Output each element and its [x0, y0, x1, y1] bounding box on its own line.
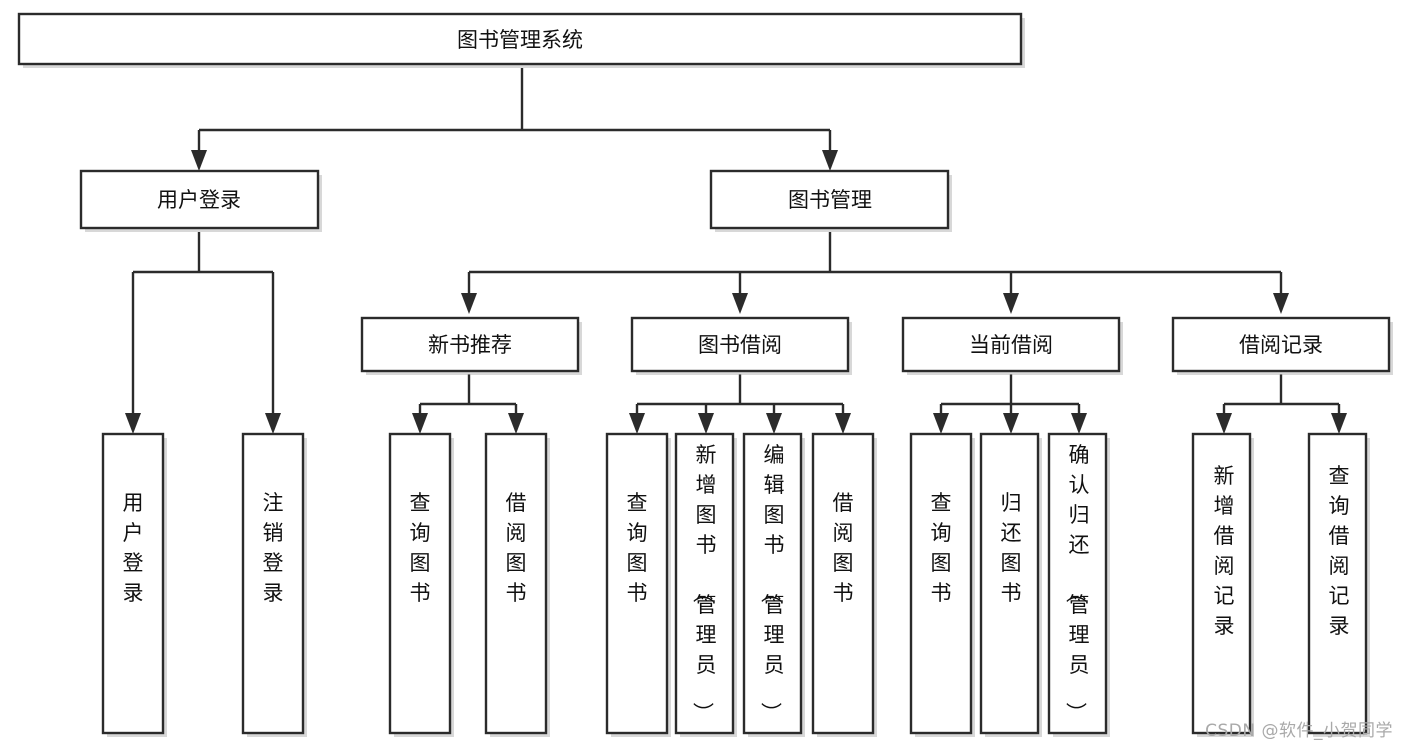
node-leaf-8-label: 借阅图书	[833, 491, 854, 605]
node-leaf-2[interactable]: 注销登录	[241, 432, 307, 737]
node-login-label: 用户登录	[157, 188, 241, 212]
arrow-records	[1273, 293, 1289, 314]
node-leaf-2-label: 注销登录	[263, 491, 284, 605]
arrow-borrow	[732, 293, 748, 314]
arrow-bookmgmt	[822, 150, 838, 171]
arrow-current	[1003, 293, 1019, 314]
node-current-box[interactable]	[901, 316, 1121, 373]
node-leaf-4-box[interactable]	[484, 432, 548, 735]
node-login[interactable]: 用户登录	[79, 169, 322, 232]
node-borrow[interactable]: 图书借阅	[630, 316, 852, 375]
arrow-newbook	[461, 293, 477, 314]
node-leaf-11-label: 确认归还（管理员）	[1064, 443, 1090, 723]
node-leaf-6-box[interactable]	[674, 432, 735, 735]
node-records[interactable]: 借阅记录	[1171, 316, 1393, 375]
node-borrow-label: 图书借阅	[698, 333, 782, 357]
arrow-leaf-10	[1003, 413, 1019, 434]
arrow-leaf-5	[629, 413, 645, 434]
arrow-leaf-4	[508, 413, 524, 434]
csdn-watermark: CSDN @软件_小贺同学	[1205, 721, 1393, 741]
edge-layer	[125, 68, 1347, 434]
arrow-leaf-11	[1071, 413, 1087, 434]
node-leaf-13[interactable]: 查询借阅记录	[1307, 432, 1370, 737]
arrow-leaf-13	[1331, 413, 1347, 434]
arrow-leaf-6	[698, 413, 714, 434]
node-records-box[interactable]	[1171, 316, 1391, 373]
node-leaf-10-box[interactable]	[979, 432, 1040, 735]
node-leaf-3[interactable]: 查询图书	[388, 432, 454, 737]
node-leaf-9[interactable]: 查询图书	[909, 432, 975, 737]
node-leaf-12-label: 新增借阅记录	[1214, 464, 1235, 638]
node-leaf-9-label: 查询图书	[931, 491, 952, 605]
arrow-leaf-7	[766, 413, 782, 434]
node-leaf-5-box[interactable]	[605, 432, 669, 735]
node-leaf-3-label: 查询图书	[410, 491, 431, 605]
arrow-leaf-9	[933, 413, 949, 434]
node-leaf-1[interactable]: 用户登录	[101, 432, 167, 737]
arrow-leaf-12	[1216, 413, 1232, 434]
node-leaf-7-box[interactable]	[742, 432, 803, 735]
node-leaf-12-box[interactable]	[1191, 432, 1252, 735]
node-leaf-13-box[interactable]	[1307, 432, 1368, 735]
node-leaf-8[interactable]: 借阅图书	[811, 432, 877, 737]
node-leaf-11-box[interactable]	[1047, 432, 1108, 735]
node-bookmgmt-label: 图书管理	[788, 188, 872, 212]
arrow-leaf-2	[265, 413, 281, 434]
node-leaf-9-box[interactable]	[909, 432, 973, 735]
node-leaf-5-label: 查询图书	[627, 491, 648, 605]
node-leaf-10-label: 归还图书	[1001, 491, 1022, 605]
node-leaf-5[interactable]: 查询图书	[605, 432, 671, 737]
node-leaf-7[interactable]: 编辑图书（管理员）	[742, 432, 805, 737]
node-current-label: 当前借阅	[969, 333, 1053, 357]
arrow-leaf-8	[835, 413, 851, 434]
node-leaf-3-box[interactable]	[388, 432, 452, 735]
node-bookmgmt[interactable]: 图书管理	[709, 169, 952, 232]
node-leaf-7-label: 编辑图书（管理员）	[759, 443, 785, 723]
arrow-leaf-3	[412, 413, 428, 434]
node-leaf-11[interactable]: 确认归还（管理员）	[1047, 432, 1110, 737]
node-newbook-label: 新书推荐	[428, 333, 512, 357]
node-records-label: 借阅记录	[1239, 333, 1323, 357]
node-leaf-1-box[interactable]	[101, 432, 165, 735]
node-leaf-4-label: 借阅图书	[506, 491, 527, 605]
node-login-box[interactable]	[79, 169, 320, 230]
node-leaf-4[interactable]: 借阅图书	[484, 432, 550, 737]
node-root[interactable]: 图书管理系统	[17, 12, 1025, 68]
node-newbook-box[interactable]	[360, 316, 580, 373]
node-leaf-10[interactable]: 归还图书	[979, 432, 1042, 737]
node-leaf-13-label: 查询借阅记录	[1329, 464, 1350, 638]
node-borrow-box[interactable]	[630, 316, 850, 373]
node-layer: 图书管理系统 用户登录 图书管理 新书推荐	[17, 12, 1393, 737]
node-root-label: 图书管理系统	[457, 28, 583, 52]
node-bookmgmt-box[interactable]	[709, 169, 950, 230]
node-leaf-6-label: 新增图书（管理员）	[691, 443, 717, 723]
node-leaf-8-box[interactable]	[811, 432, 875, 735]
node-leaf-6[interactable]: 新增图书（管理员）	[674, 432, 737, 737]
node-leaf-2-box[interactable]	[241, 432, 305, 735]
node-newbook[interactable]: 新书推荐	[360, 316, 582, 375]
node-leaf-12[interactable]: 新增借阅记录	[1191, 432, 1254, 737]
node-current[interactable]: 当前借阅	[901, 316, 1123, 375]
arrow-leaf-1	[125, 413, 141, 434]
node-leaf-1-label: 用户登录	[123, 491, 144, 605]
arrow-login	[191, 150, 207, 171]
node-root-box[interactable]	[17, 12, 1023, 66]
